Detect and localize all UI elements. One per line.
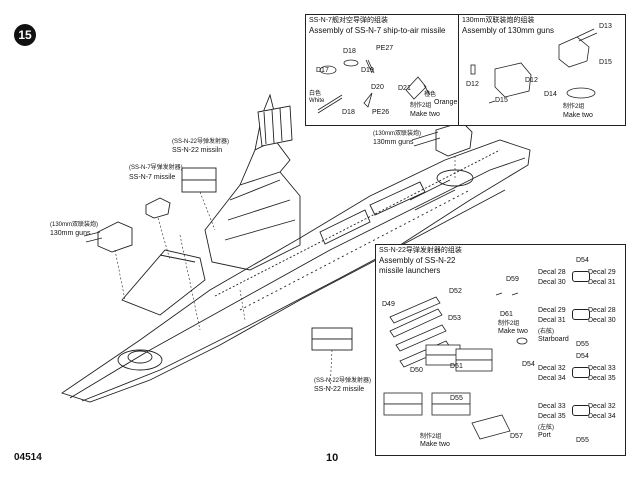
part-d15-a: D15 (599, 59, 612, 66)
white-label-en: White (309, 98, 325, 104)
port-label-cn: (左舷) (538, 425, 554, 431)
part-d18-a: D18 (343, 48, 356, 55)
part-d20: D20 (371, 84, 384, 91)
decal-p-1-a: Decal 34 (538, 375, 566, 382)
port-decal-diagram: D54 D55 Decal 32 Decal 33 Decal 34 Decal… (536, 353, 622, 451)
launcher-title-cn: SS-N-22导弹发射器的组装 (379, 247, 462, 254)
part-d59: D59 (506, 276, 519, 283)
part-d13: D13 (599, 23, 612, 30)
launcher-tube-icon (572, 309, 590, 320)
ssn7-parts-drawing (317, 59, 431, 114)
port-label-en: Port (538, 432, 551, 439)
part-d57: D57 (510, 433, 523, 440)
callout-gun-left-en: 130mm guns (50, 230, 91, 237)
gun-make-two-cn: 制作2组 (563, 104, 585, 110)
callout-ssn22-top-cn: (SS-N-22导弹发射器) (172, 139, 230, 145)
part-d14: D14 (544, 91, 557, 98)
d55-label-bottom: D55 (576, 437, 589, 444)
callout-gun-right-en: 130mm guns (373, 139, 414, 146)
decal-p-2-a: Decal 33 (538, 403, 566, 410)
white-label-cn: 白色 (309, 91, 322, 97)
part-d21: D21 (398, 85, 411, 92)
launcher-make-two-cn-b: 制作2组 (420, 434, 442, 440)
decal-s-0-b: Decal 29 (588, 269, 616, 276)
orange-label-en: Orange (434, 99, 458, 106)
launcher-parts-drawing (383, 292, 528, 440)
launcher-title-en-1: Assembly of SS-N-22 (379, 256, 456, 265)
launcher-make-two-en-b: Make two (420, 441, 450, 448)
starboard-decal-diagram: D54 D55 Decal 28 Decal 29 Decal 30 Decal… (536, 257, 622, 352)
decal-s-3-b: Decal 30 (588, 317, 616, 324)
decal-s-1-a: Decal 30 (538, 279, 566, 286)
part-d12-b: D12 (525, 77, 538, 84)
part-d53: D53 (448, 315, 461, 322)
ssn7-assembly-panel: SS-N-7舰对空导弹的组装 Assembly of SS-N-7 ship-t… (305, 14, 460, 126)
callout-gun-left-cn: (130mm双联装炮) (50, 222, 99, 228)
part-d18-b: D18 (342, 109, 355, 116)
step-number-badge: 15 (14, 24, 36, 46)
launcher-tube-icon (572, 405, 590, 416)
ssn7-title-en: Assembly of SS-N-7 ship-to-air missile (309, 26, 446, 35)
ssn7-title-cn: SS-N-7舰对空导弹的组装 (309, 17, 388, 24)
part-d51: D51 (450, 363, 463, 370)
part-d12-a: D12 (466, 81, 479, 88)
decal-s-0-a: Decal 28 (538, 269, 566, 276)
decal-p-3-a: Decal 35 (538, 413, 566, 420)
part-d54: D54 (522, 361, 535, 368)
decal-p-1-b: Decal 35 (588, 375, 616, 382)
callout-ssn22-top-en: SS-N-22 missiln (172, 147, 223, 154)
decal-s-1-b: Decal 31 (588, 279, 616, 286)
launcher-assembly-panel: SS-N-22导弹发射器的组装 Assembly of SS-N-22 miss… (375, 244, 626, 456)
callout-ssn22-bottom-cn: (SS-N-22导弹发射器) (314, 378, 372, 384)
ssn7-make-two-en: Make two (410, 111, 440, 118)
decal-p-3-b: Decal 34 (588, 413, 616, 420)
callout-gun-right-cn: (130mm双联装炮) (373, 131, 422, 137)
gun-title-cn: 130mm双联装炮的组装 (462, 17, 535, 24)
d55-label-top: D55 (576, 341, 589, 348)
ssn7-make-two-cn: 制作2组 (410, 103, 432, 109)
launcher-tube-icon (572, 271, 590, 282)
callout-ssn7-cn: (SS-N-7导弹发射器) (129, 165, 183, 171)
orange-label-cn: 橙色 (424, 92, 437, 98)
callout-ssn7-en: SS-N-7 missile (129, 174, 176, 181)
gun-assembly-panel: 130mm双联装炮的组装 Assembly of 130mm guns D13 … (458, 14, 626, 126)
decal-p-0-a: Decal 32 (538, 365, 566, 372)
d54-label-top: D54 (576, 257, 589, 264)
part-d52: D52 (449, 288, 462, 295)
launcher-tube-icon (572, 367, 590, 378)
launcher-make-two-en: Make two (498, 328, 528, 335)
callout-ssn22-bottom-en: SS-N-22 missile (314, 386, 365, 393)
decal-s-2-b: Decal 28 (588, 307, 616, 314)
decal-s-3-a: Decal 31 (538, 317, 566, 324)
gun-parts-drawing (470, 28, 598, 104)
kit-number: 04514 (14, 452, 42, 463)
launcher-title-en-2: missile launchers (379, 266, 441, 275)
gun-make-two-en: Make two (563, 112, 593, 119)
decal-s-2-a: Decal 29 (538, 307, 566, 314)
part-d19: D19 (361, 67, 374, 74)
d54-label-bottom: D54 (576, 353, 589, 360)
page-number: 10 (326, 452, 339, 464)
part-d15-b: D15 (495, 97, 508, 104)
part-pe27: PE27 (376, 45, 394, 52)
starboard-label-cn: (右舷) (538, 329, 554, 335)
part-d61: D61 (500, 311, 513, 318)
starboard-label-en: Starboard (538, 336, 569, 343)
part-d49: D49 (382, 301, 395, 308)
part-d17: D17 (316, 67, 329, 74)
part-d55: D55 (450, 395, 463, 402)
launcher-make-two-cn: 制作2组 (498, 321, 520, 327)
decal-p-2-b: Decal 32 (588, 403, 616, 410)
part-d50: D50 (410, 367, 423, 374)
part-pe26: PE26 (372, 109, 390, 116)
gun-title-en: Assembly of 130mm guns (462, 26, 555, 35)
decal-p-0-b: Decal 33 (588, 365, 616, 372)
